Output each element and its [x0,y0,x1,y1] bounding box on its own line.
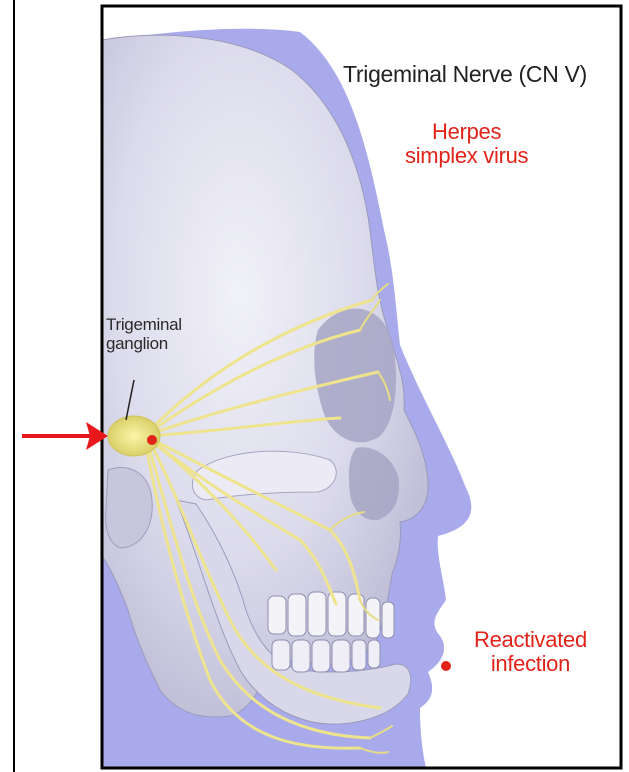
red-arrow [22,422,108,450]
infection-label-line-2: infection [474,652,587,676]
lower-teeth [272,640,380,672]
virus-label-line-2: simplex virus [405,144,528,168]
ganglion-label: Trigeminal ganglion [106,316,182,353]
diagram-title: Trigeminal Nerve (CN V) [343,62,587,87]
ganglion-label-line-2: ganglion [106,335,182,354]
infection-label: Reactivated infection [474,628,587,676]
ganglion-label-line-1: Trigeminal [106,316,182,335]
virus-label: Herpes simplex virus [405,120,528,168]
latent-virus-dot [147,435,157,445]
virus-label-line-1: Herpes [405,120,528,144]
infection-label-line-1: Reactivated [474,628,587,652]
reactivation-site-dot [441,661,451,671]
